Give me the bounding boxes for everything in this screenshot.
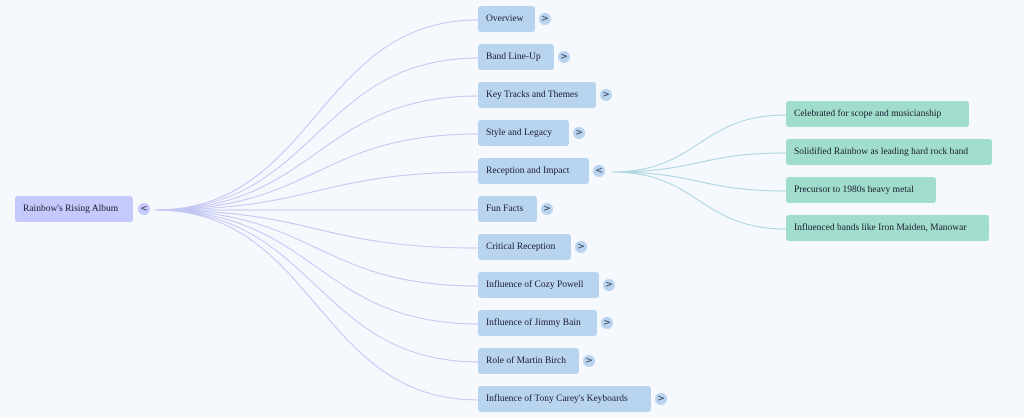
branch-node-cozy-powell[interactable]: Influence of Cozy Powell <box>478 272 599 298</box>
root-connector <box>154 209 479 325</box>
branch-label: Key Tracks and Themes <box>486 90 578 100</box>
branch-node-overview[interactable]: Overview <box>478 6 535 32</box>
collapse-toggle-reception-impact[interactable]: < <box>593 165 605 177</box>
leaf-label: Celebrated for scope and musicianship <box>794 109 942 119</box>
root-connector <box>154 133 479 211</box>
branch-label: Style and Legacy <box>486 128 552 138</box>
root-connector <box>154 171 479 211</box>
leaf-node[interactable]: Influenced bands like Iron Maiden, Manow… <box>786 215 989 241</box>
expand-toggle-martin-birch[interactable]: > <box>583 355 595 367</box>
expand-toggle-band-line-up[interactable]: > <box>558 51 570 63</box>
root-node-label: Rainbow's Rising Album <box>23 204 119 214</box>
leaf-connector <box>611 171 787 230</box>
root-connector <box>154 57 479 211</box>
expand-toggle-key-tracks[interactable]: > <box>600 89 612 101</box>
expand-toggle-tony-carey[interactable]: > <box>655 393 667 405</box>
branch-label: Critical Reception <box>486 242 556 252</box>
branch-label: Band Line-Up <box>486 52 541 62</box>
branch-node-jimmy-bain[interactable]: Influence of Jimmy Bain <box>478 310 597 336</box>
root-collapse-toggle[interactable]: < <box>138 203 150 215</box>
branch-node-tony-carey[interactable]: Influence of Tony Carey's Keyboards <box>478 386 651 412</box>
branch-label: Influence of Jimmy Bain <box>486 318 581 328</box>
branch-node-reception-impact[interactable]: Reception and Impact <box>478 158 589 184</box>
leaf-node[interactable]: Solidified Rainbow as leading hard rock … <box>786 139 992 165</box>
branch-label: Overview <box>486 14 524 24</box>
branch-label: Fun Facts <box>486 204 524 214</box>
branch-label: Reception and Impact <box>486 166 570 176</box>
branch-label: Influence of Cozy Powell <box>486 280 584 290</box>
expand-toggle-style-legacy[interactable]: > <box>573 127 585 139</box>
root-connector <box>154 19 479 211</box>
leaf-label: Influenced bands like Iron Maiden, Manow… <box>794 223 967 233</box>
root-connector <box>154 209 479 249</box>
expand-toggle-overview[interactable]: > <box>539 13 551 25</box>
expand-toggle-fun-facts[interactable]: > <box>541 203 553 215</box>
leaf-connector <box>611 152 787 173</box>
expand-toggle-cozy-powell[interactable]: > <box>603 279 615 291</box>
branch-label: Role of Martin Birch <box>486 356 566 366</box>
leaf-connector <box>611 114 787 173</box>
leaf-node[interactable]: Precursor to 1980s heavy metal <box>786 177 936 203</box>
branch-label: Influence of Tony Carey's Keyboards <box>486 394 628 404</box>
root-connector <box>154 95 479 211</box>
root-node[interactable]: Rainbow's Rising Album <box>15 196 133 222</box>
expand-toggle-jimmy-bain[interactable]: > <box>601 317 613 329</box>
branch-node-band-line-up[interactable]: Band Line-Up <box>478 44 554 70</box>
leaf-label: Precursor to 1980s heavy metal <box>794 185 914 195</box>
branch-node-key-tracks[interactable]: Key Tracks and Themes <box>478 82 596 108</box>
branch-node-fun-facts[interactable]: Fun Facts <box>478 196 537 222</box>
leaf-connector <box>611 171 787 192</box>
leaf-node[interactable]: Celebrated for scope and musicianship <box>786 101 969 127</box>
root-connector <box>154 209 479 363</box>
leaf-label: Solidified Rainbow as leading hard rock … <box>794 147 969 157</box>
branch-node-style-legacy[interactable]: Style and Legacy <box>478 120 569 146</box>
branch-node-critical-reception[interactable]: Critical Reception <box>478 234 571 260</box>
expand-toggle-critical-reception[interactable]: > <box>575 241 587 253</box>
root-connector <box>154 209 479 401</box>
branch-node-martin-birch[interactable]: Role of Martin Birch <box>478 348 579 374</box>
root-connector <box>154 209 479 287</box>
